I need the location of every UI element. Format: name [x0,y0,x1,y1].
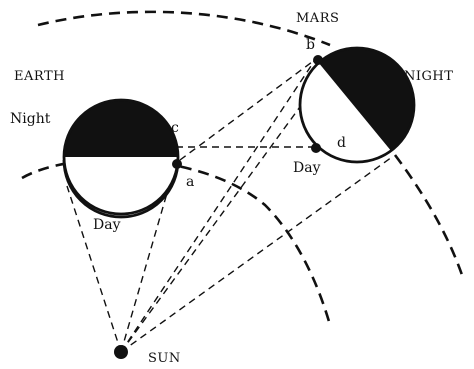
ray-a-to-b [179,61,313,161]
ray-sun-mars-mid [120,99,306,353]
point-d-label: d [337,135,346,151]
mars-day-label: Day [293,160,321,176]
mars-planet [298,46,416,164]
earth-day-label: Day [93,217,121,233]
point-c-marker [170,142,178,150]
point-a-label: a [186,174,194,190]
mars-orbit-top [37,10,331,47]
point-d-marker [311,143,321,153]
point-b-label: b [306,37,315,53]
earth-planet [62,98,182,219]
mars-night-half [300,48,414,162]
earth-day-half [64,157,178,214]
mars-label: MARS [296,11,339,26]
ray-sun-earth-left [66,185,122,353]
sun-dot [114,345,128,359]
point-a-marker [172,159,182,169]
ray-sun-mars-b [120,59,316,353]
point-b-marker [313,55,323,65]
ray-sun-mars-bottom [120,156,393,353]
earth-label: EARTH [14,69,65,84]
point-c-label: c [171,120,179,136]
mars-orbit-right [393,154,464,276]
earth-night-label: Night [10,111,51,127]
sun-label: SUN [148,351,181,366]
sight-lines [66,59,393,353]
earth-night-half [64,100,178,157]
ray-sun-earth-a [120,168,175,353]
mars-night-label: NIGHT [404,69,453,84]
earth-outline [62,98,180,216]
mars-outline [298,46,416,164]
earth-day-rim [62,159,180,219]
